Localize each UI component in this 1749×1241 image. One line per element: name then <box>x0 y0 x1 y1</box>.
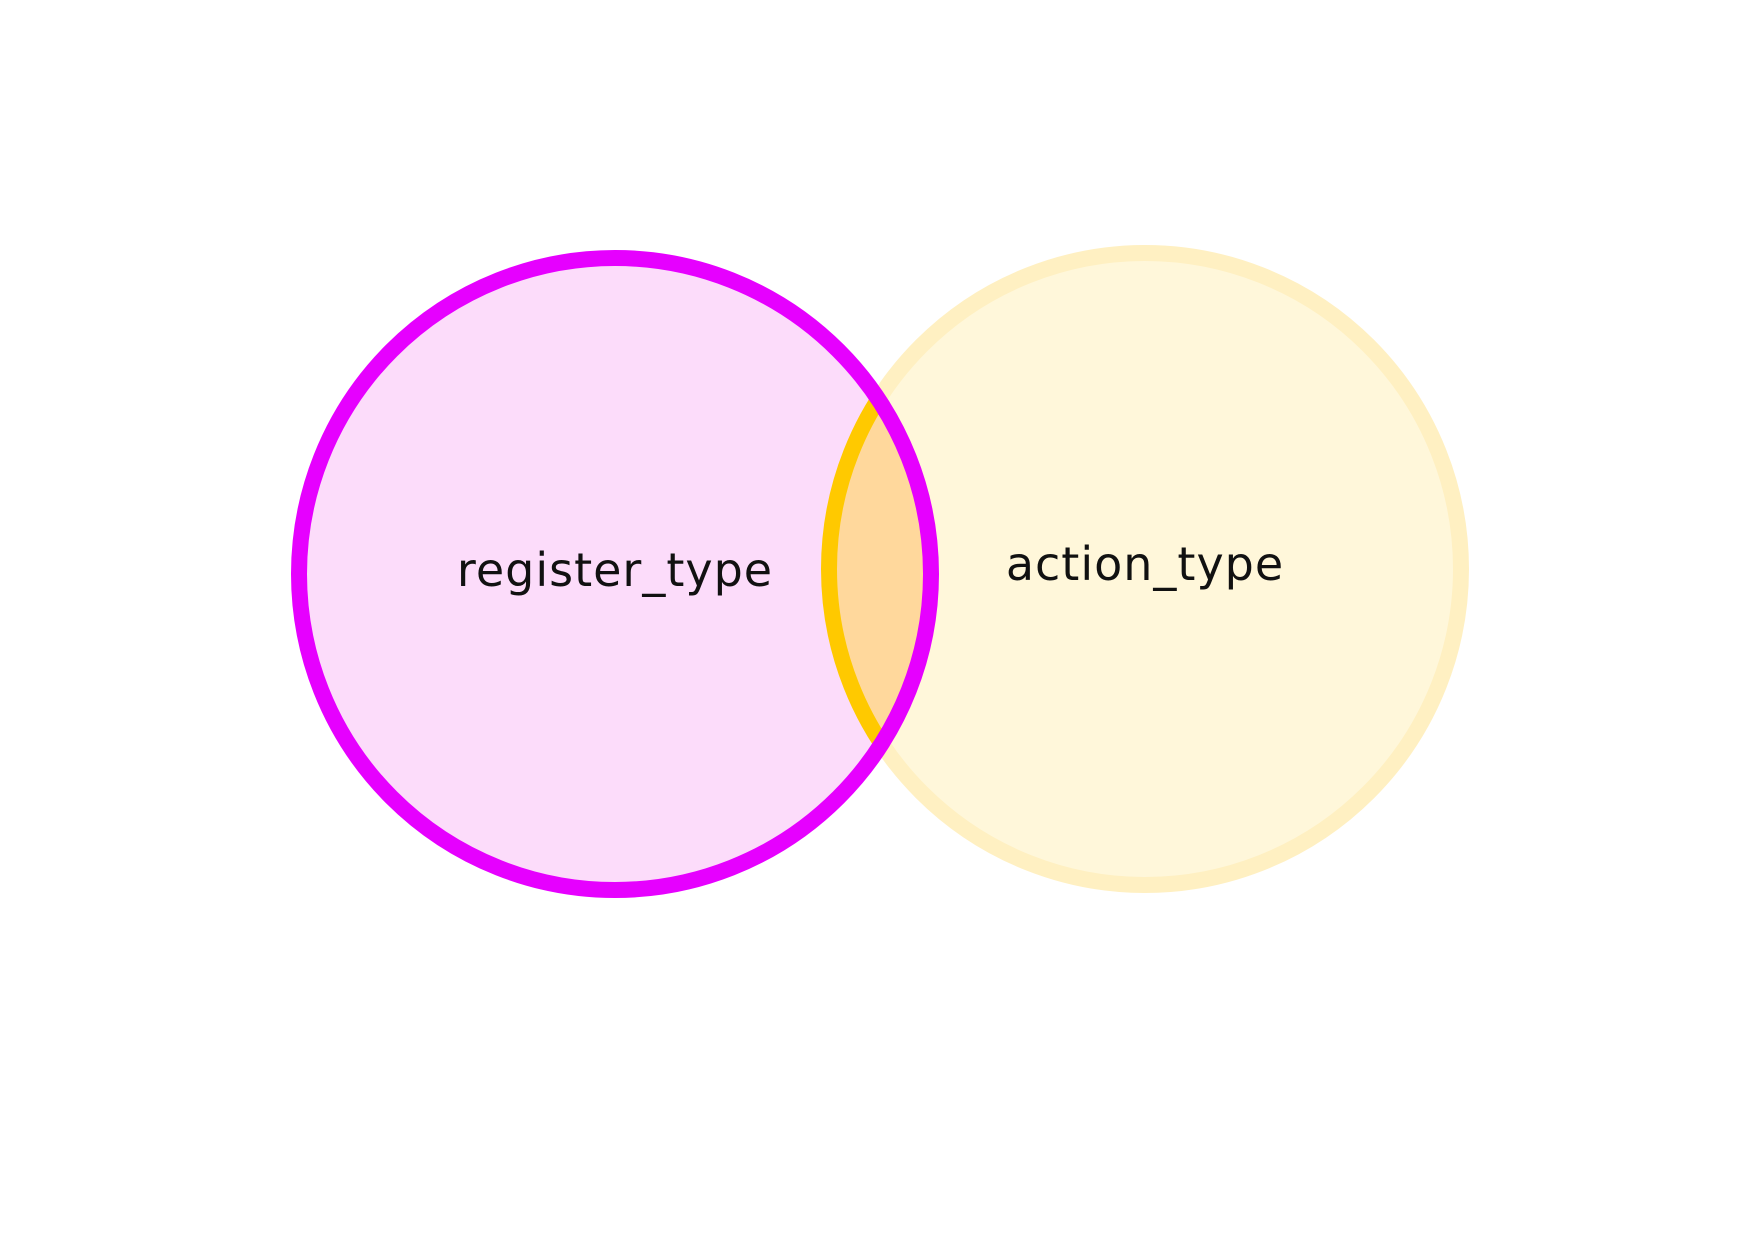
set-register-label: register_type <box>457 543 773 597</box>
set-register <box>299 258 931 890</box>
set-action-label: action_type <box>1006 537 1284 591</box>
intersection-edge <box>821 258 931 890</box>
set-register-outline <box>291 250 939 898</box>
intersection-region <box>821 258 931 890</box>
set-register-circle <box>299 258 931 890</box>
